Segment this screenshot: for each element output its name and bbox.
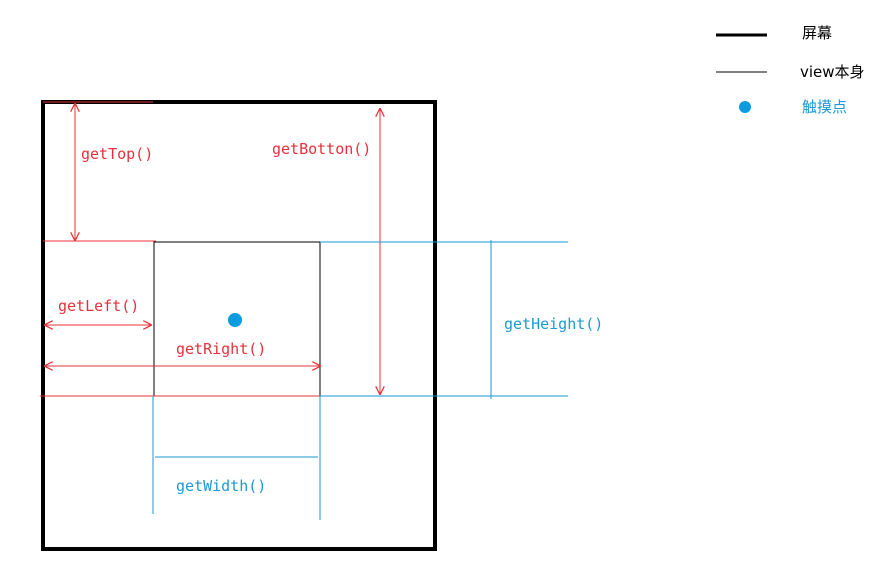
get-top-label: getTop() xyxy=(81,145,153,163)
legend: 屏幕 view本身 触摸点 xyxy=(716,24,865,116)
legend-view-label: view本身 xyxy=(800,63,865,81)
touch-point xyxy=(228,313,242,327)
legend-touch-swatch xyxy=(739,101,751,113)
legend-screen-label: 屏幕 xyxy=(802,24,832,42)
get-right-label: getRight() xyxy=(176,340,266,358)
get-width-label: getWidth() xyxy=(176,477,266,495)
legend-touch-label: 触摸点 xyxy=(802,98,847,116)
get-left-label: getLeft() xyxy=(58,297,139,315)
get-bottom-label: getBotton() xyxy=(272,140,371,158)
get-height-label: getHeight() xyxy=(504,315,603,333)
screen-frame xyxy=(41,100,437,551)
